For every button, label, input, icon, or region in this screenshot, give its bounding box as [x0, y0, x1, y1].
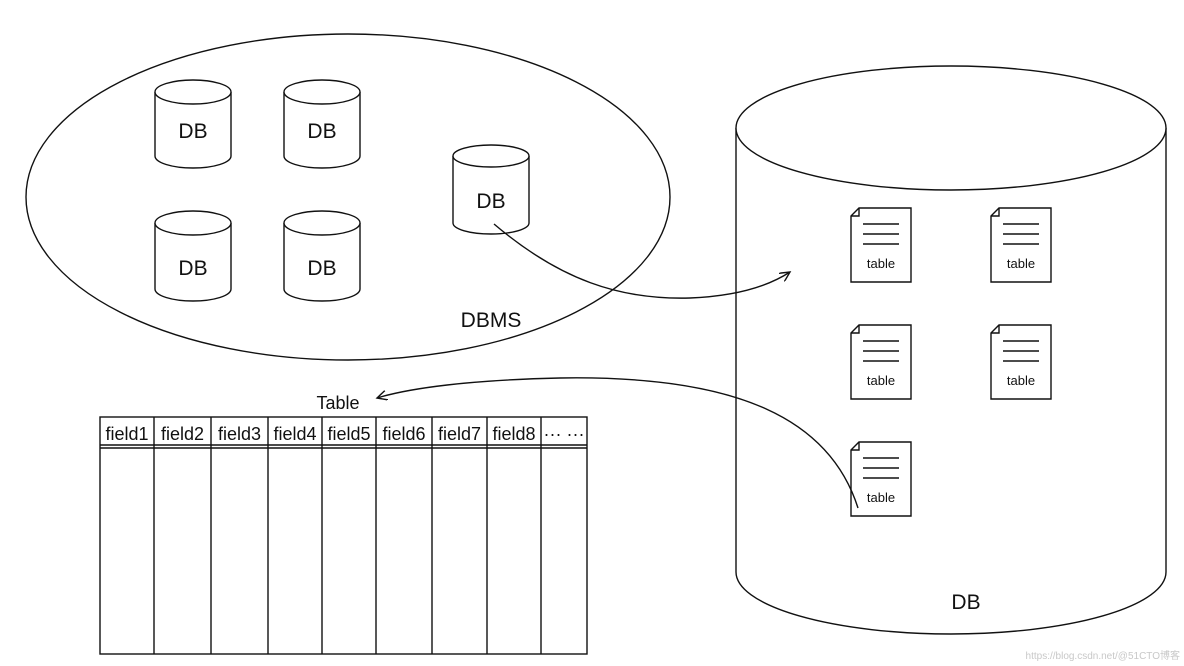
- table-document-label: table: [867, 256, 895, 271]
- watermark: https://blog.csdn.net/@51CTO博客: [1026, 649, 1180, 662]
- table-column-header: field7: [438, 424, 481, 444]
- table-document-icon: table: [850, 207, 912, 283]
- db-cylinder-label: DB: [178, 120, 207, 143]
- table-column-header: field5: [327, 424, 370, 444]
- table-document-label: table: [1007, 256, 1035, 271]
- table-column-header: field3: [218, 424, 261, 444]
- table-column-header: ··· ···: [544, 424, 585, 444]
- db-detail-cylinder-top: [735, 65, 1167, 191]
- table-column-header: field1: [105, 424, 148, 444]
- table-document-label: table: [1007, 373, 1035, 388]
- db-cylinder: DB: [283, 79, 361, 169]
- db-detail-group: DB table table table: [735, 65, 1167, 635]
- table-document-icon: table: [990, 324, 1052, 400]
- table-grid-frame: [99, 416, 588, 655]
- db-detail-cylinder-body: [735, 128, 1167, 635]
- db-cylinder: DB: [154, 210, 232, 302]
- arrow-db-to-db-detail: [493, 223, 790, 299]
- table-column-header: field6: [382, 424, 425, 444]
- dbms-ellipse: [25, 33, 671, 361]
- db-cylinder: DB: [283, 210, 361, 302]
- dbms-label: DBMS: [461, 309, 522, 332]
- table-document-icon-selected: table: [850, 441, 912, 517]
- table-detail-label: Table: [316, 393, 359, 413]
- table-document-label: table: [867, 490, 895, 505]
- db-cylinder-label: DB: [307, 257, 336, 280]
- arrow-table-to-table-detail: [377, 377, 859, 509]
- db-cylinder-label: DB: [307, 120, 336, 143]
- table-document-label: table: [867, 373, 895, 388]
- table-columns: field1 field2 field3 field4 field5 field6 fiel…: [105, 417, 584, 654]
- table-column-header: field8: [492, 424, 535, 444]
- table-column-header: field4: [273, 424, 316, 444]
- table-document-icon: table: [990, 207, 1052, 283]
- db-detail-label: DB: [951, 591, 980, 614]
- db-cylinder-label: DB: [476, 190, 505, 213]
- db-cylinder: DB: [154, 79, 232, 169]
- table-document-icon: table: [850, 324, 912, 400]
- dbms-group: DBMS DB DB DB DB DB: [25, 33, 671, 361]
- db-cylinder-label: DB: [178, 257, 207, 280]
- table-column-header: field2: [161, 424, 204, 444]
- db-cylinder-selected: DB: [452, 144, 530, 235]
